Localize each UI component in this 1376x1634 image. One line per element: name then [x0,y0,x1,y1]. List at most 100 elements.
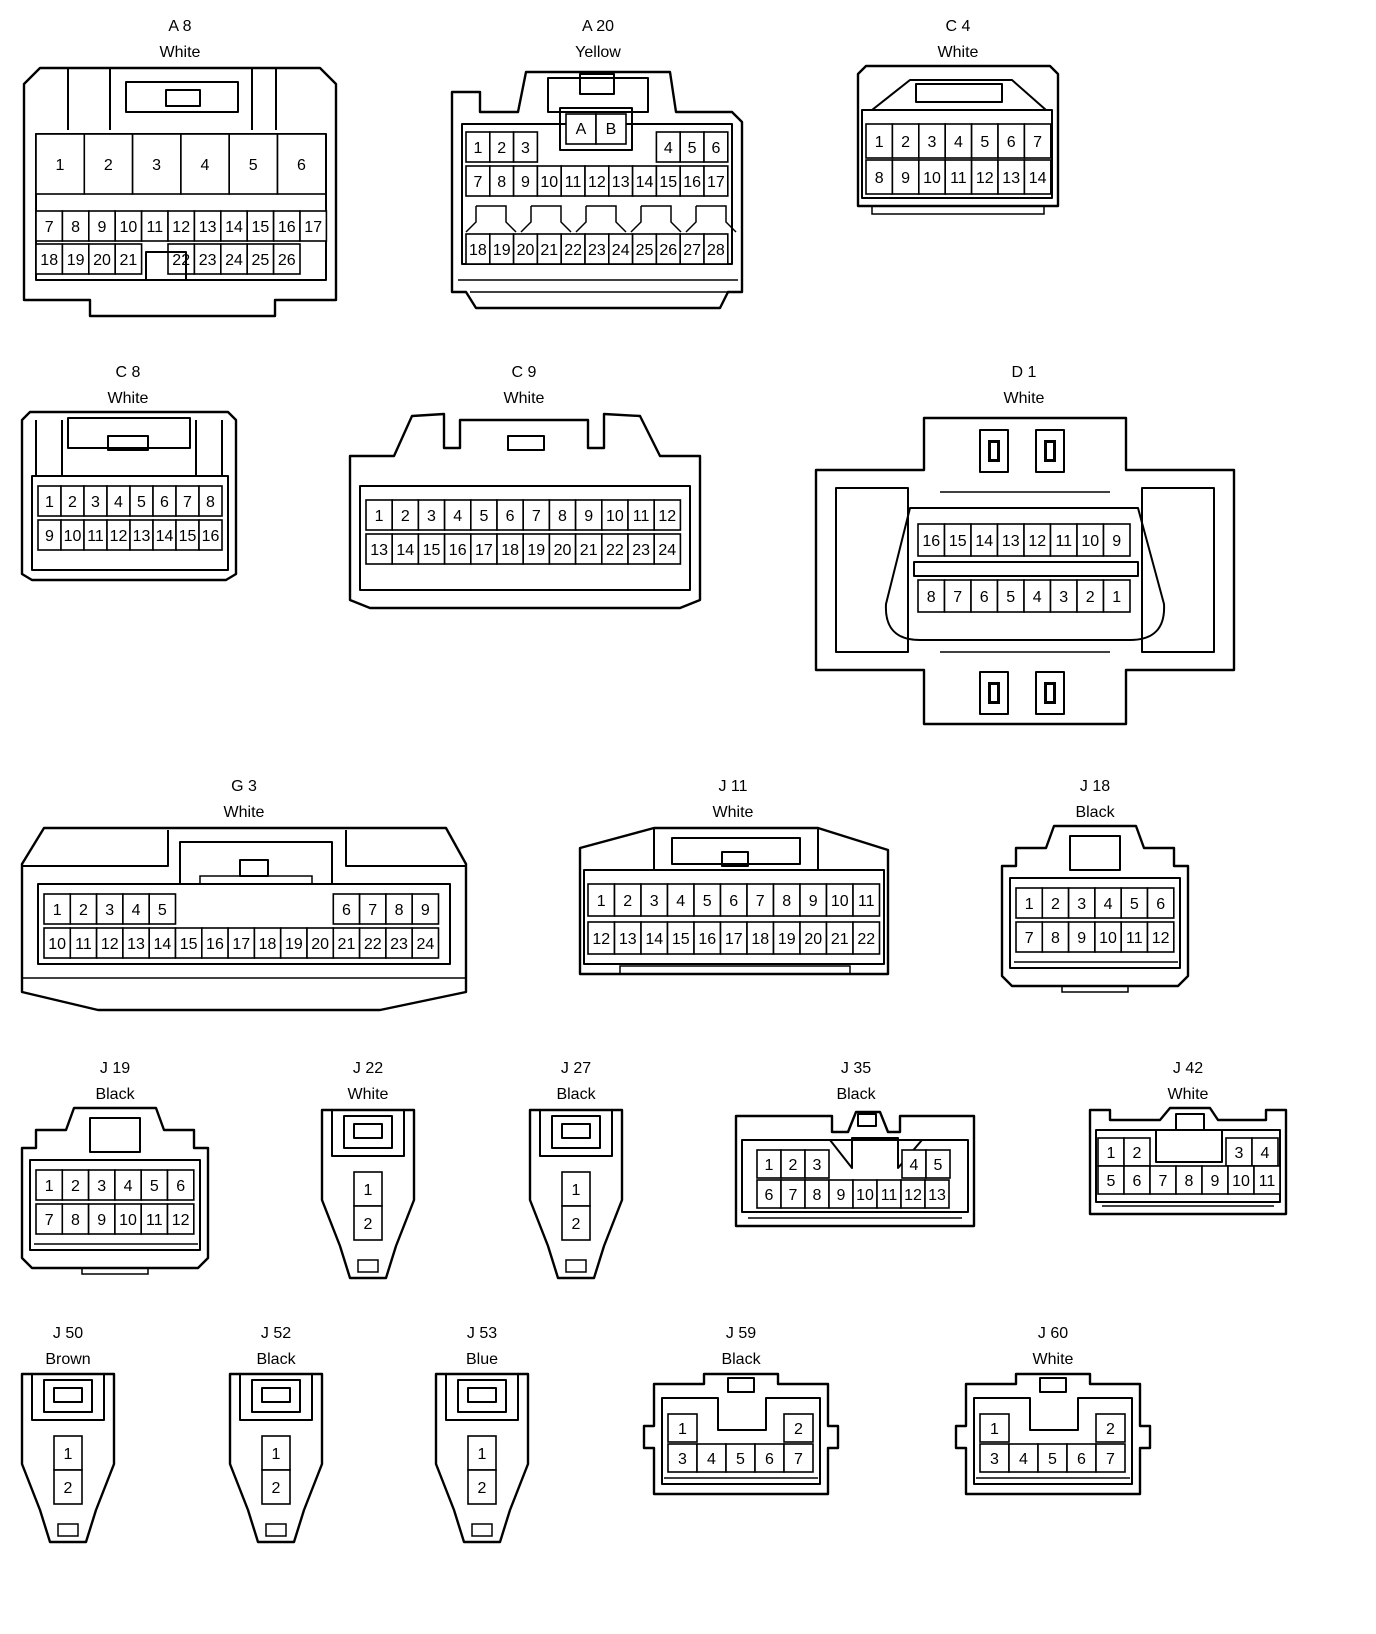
pin-a8-20: 20 [93,252,111,269]
pin-j22-1: 1 [364,1182,373,1199]
pin-j35-8: 8 [813,1187,822,1204]
connector-color-c8: White [108,390,149,407]
pin-a20-14: 14 [636,174,654,191]
pin-j59-6: 6 [765,1451,774,1468]
pin-c4-7: 7 [1033,134,1042,151]
pin-d1-11: 11 [1055,533,1072,550]
connector-color-c4: White [938,44,979,61]
pin-a20-13: 13 [612,174,630,191]
pin-a20-10: 10 [540,174,558,191]
pin-j11-4: 4 [676,893,685,910]
pin-g3-2: 2 [79,902,88,919]
pin-j18-7: 7 [1025,930,1034,947]
pin-j35-6: 6 [765,1187,774,1204]
pin-a8-26: 26 [278,252,296,269]
pin-j18-4: 4 [1104,896,1113,913]
pin-cell [979,1413,1010,1443]
pin-a20-2: 2 [497,140,506,157]
pin-a20-22: 22 [564,242,582,259]
pin-cell [640,921,669,955]
pin-cell [1008,1443,1039,1473]
pin-c9-6: 6 [506,508,515,525]
pin-g3-3: 3 [105,902,114,919]
connector-color-j27: Black [556,1086,596,1103]
pin-cell [703,131,729,163]
pin-j35-13: 13 [928,1187,946,1204]
pin-j11-1: 1 [597,893,606,910]
connector-color-j18: Black [1075,804,1115,821]
pin-cell [703,233,729,265]
connector-color-j60: White [1033,1351,1074,1368]
pin-d1-7: 7 [953,589,962,606]
connector-color-j59: Black [721,1351,761,1368]
pin-cell [600,499,629,531]
connector-id-c8: C 8 [116,364,141,381]
pin-j18-1: 1 [1025,896,1034,913]
pin-a8-8: 8 [71,219,80,236]
pin-j59-3: 3 [678,1451,687,1468]
pin-a8-24: 24 [225,252,243,269]
connector-id-j35: J 35 [841,1060,871,1077]
pin-cell [114,243,143,275]
pin-g3-12: 12 [101,936,119,953]
pin-j18-9: 9 [1077,930,1086,947]
pin-cell [35,1203,64,1235]
pin-j35-9: 9 [837,1187,846,1204]
pin-c4-9: 9 [901,170,910,187]
pin-cell [496,533,525,565]
pin-a8-6: 6 [297,157,306,174]
pin-c9-17: 17 [475,542,493,559]
pin-a8-5: 5 [249,157,258,174]
pin-j11-5: 5 [703,893,712,910]
pin-c9-18: 18 [501,542,519,559]
pin-cell [783,1413,814,1443]
pin-cell [174,927,203,959]
connector-color-a8: White [160,44,201,61]
pin-cell [306,927,335,959]
pin-c9-3: 3 [427,508,436,525]
pin-cell [276,133,327,195]
connector-color-j35: Black [836,1086,876,1103]
pin-j19-6: 6 [176,1178,185,1195]
pin-a20-27: 27 [683,242,701,259]
pin-cell [640,883,669,917]
pin-g3-8: 8 [395,902,404,919]
pin-cell [114,1203,143,1235]
pin-a8-9: 9 [98,219,107,236]
pin-cell [667,1413,698,1443]
pin-cell [979,1443,1010,1473]
pin-cell [799,921,828,955]
pin-cell [198,519,223,551]
connector-id-a20: A 20 [582,18,614,35]
connector-id-j18: J 18 [1080,778,1110,795]
pin-cell [970,579,999,613]
pin-cell [943,579,972,613]
pin-a20-B: B [606,121,617,138]
pin-j35-1: 1 [765,1157,774,1174]
connector-color-j42: White [1168,1086,1209,1103]
pin-cell [865,159,894,195]
connector-id-g3: G 3 [231,778,257,795]
pin-c9-13: 13 [370,542,388,559]
pin-c8-3: 3 [91,494,100,511]
pin-cell [1015,887,1044,919]
pin-cell [613,883,642,917]
pin-j60-7: 7 [1106,1451,1115,1468]
pin-cell [1023,123,1052,159]
pin-j11-20: 20 [804,931,822,948]
pin-g3-16: 16 [206,936,224,953]
connector-color-j22: White [348,1086,389,1103]
pin-j11-22: 22 [857,931,875,948]
pin-j59-2: 2 [794,1421,803,1438]
pin-cell [804,1179,830,1209]
pin-g3-20: 20 [311,936,329,953]
pin-cell [411,893,440,925]
pin-c8-1: 1 [45,494,54,511]
pin-j35-5: 5 [934,1157,943,1174]
pin-j60-3: 3 [990,1451,999,1468]
pin-j18-8: 8 [1051,930,1060,947]
